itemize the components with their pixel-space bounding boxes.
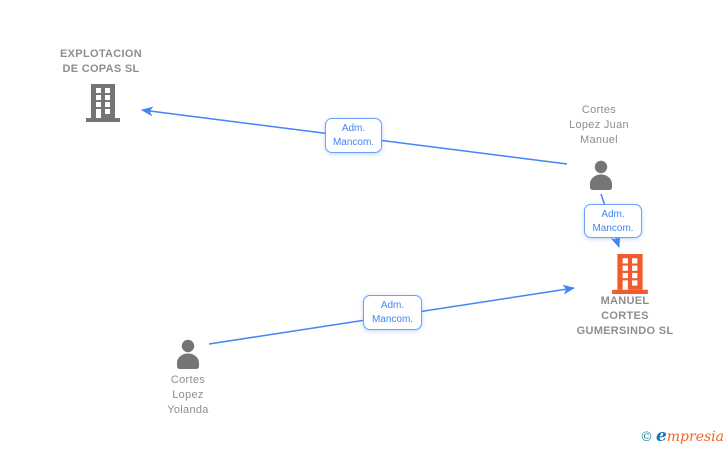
node-explotacion-de-copas[interactable]: EXPLOTACION DE COPAS SL: [21, 47, 181, 122]
company-name-label: EXPLOTACION DE COPAS SL: [60, 48, 142, 75]
empresia-logo-text: mpresia: [666, 429, 724, 445]
company-name-label: MANUEL CORTES GUMERSINDO SL: [576, 295, 674, 337]
node-manuel-cortes-gumersindo[interactable]: MANUEL CORTES GUMERSINDO SL: [545, 254, 705, 339]
node-cortes-lopez-yolanda[interactable]: Cortes Lopez Yolanda: [108, 339, 268, 418]
person-icon: [177, 339, 199, 369]
building-icon-highlighted: [611, 254, 648, 294]
node-cortes-lopez-juan-manuel[interactable]: Cortes Lopez Juan Manuel: [519, 103, 679, 190]
edge-label-adm-mancom-1[interactable]: Adm. Mancom.: [325, 118, 382, 153]
person-name-label: Cortes Lopez Yolanda: [167, 374, 209, 416]
person-name-label: Cortes Lopez Juan Manuel: [569, 104, 629, 146]
empresia-logo[interactable]: ©empresia: [640, 426, 724, 446]
person-icon: [589, 160, 612, 190]
edge-label-adm-mancom-3[interactable]: Adm. Mancom.: [363, 295, 422, 330]
building-icon: [86, 84, 120, 122]
edge-label-adm-mancom-2[interactable]: Adm. Mancom.: [584, 204, 642, 238]
copyright-icon: ©: [639, 430, 653, 445]
empresia-logo-e: e: [655, 426, 667, 446]
